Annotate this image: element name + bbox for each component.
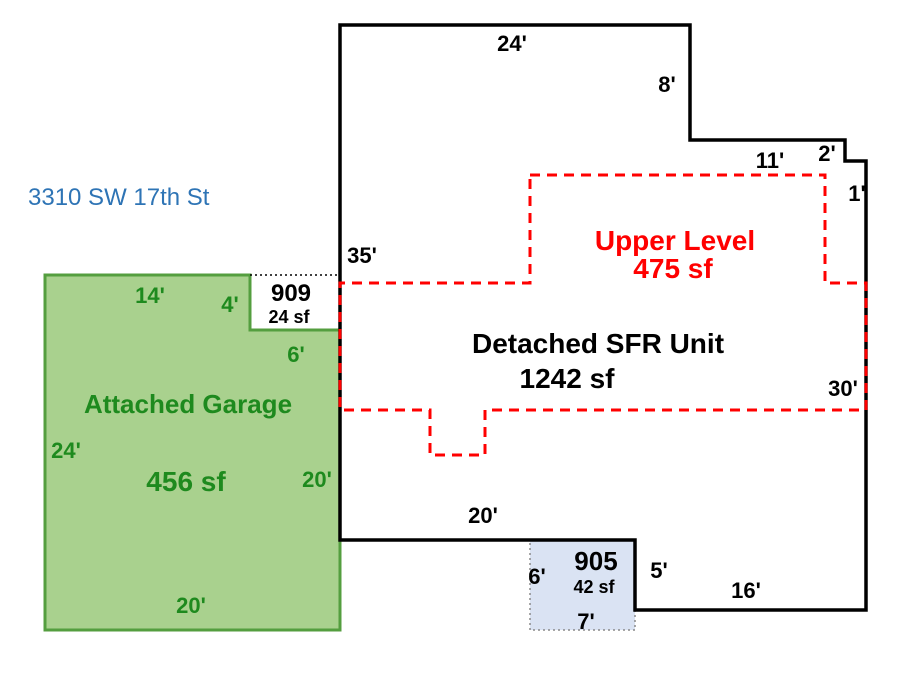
upper-level-title: Upper Level	[594, 225, 756, 256]
upper-level-boundary	[338, 173, 868, 457]
unit-905-area: 42 sf	[573, 577, 615, 597]
dim-main-step-1: 1'	[848, 181, 866, 206]
dim-main-top-24: 24'	[497, 31, 527, 56]
main-unit-outline	[338, 23, 868, 612]
dim-garage-right-20: 20'	[302, 467, 332, 492]
dim-main-step-11: 11'	[755, 148, 785, 173]
garage-area: 456 sf	[146, 466, 226, 497]
dim-garage-notch-6: 6'	[287, 342, 305, 367]
dim-main-step-2: 2'	[818, 141, 836, 166]
dim-garage-bottom-20: 20'	[176, 593, 206, 618]
sfr-unit-title: Detached SFR Unit	[471, 328, 725, 359]
unit-909-title: 909	[270, 280, 312, 307]
dim-main-left-35: 35'	[347, 243, 377, 268]
sfr-unit-area: 1242 sf	[519, 363, 615, 394]
dim-main-right-30: 30'	[828, 376, 858, 401]
dim-main-right-8: 8'	[658, 72, 676, 97]
unit-909-area: 24 sf	[268, 307, 310, 327]
dim-main-bottom-16: 16'	[731, 578, 761, 603]
dim-garage-left-24: 24'	[51, 438, 81, 463]
garage-shape	[43, 273, 342, 632]
unit-905-title: 905	[574, 546, 618, 576]
unit-905-shape	[529, 539, 636, 631]
dim-garage-top-14: 14'	[135, 283, 165, 308]
dim-main-bottom-20: 20'	[468, 503, 498, 528]
dim-905-left-6: 6'	[528, 564, 546, 589]
garage-title: Attached Garage	[83, 389, 293, 419]
upper-level-area: 475 sf	[633, 253, 713, 284]
dim-905-bottom-7: 7'	[577, 609, 595, 634]
address-label: 3310 SW 17th St	[28, 184, 210, 211]
dim-905-right-5: 5'	[650, 558, 668, 583]
dim-garage-notch-4: 4'	[221, 292, 239, 317]
